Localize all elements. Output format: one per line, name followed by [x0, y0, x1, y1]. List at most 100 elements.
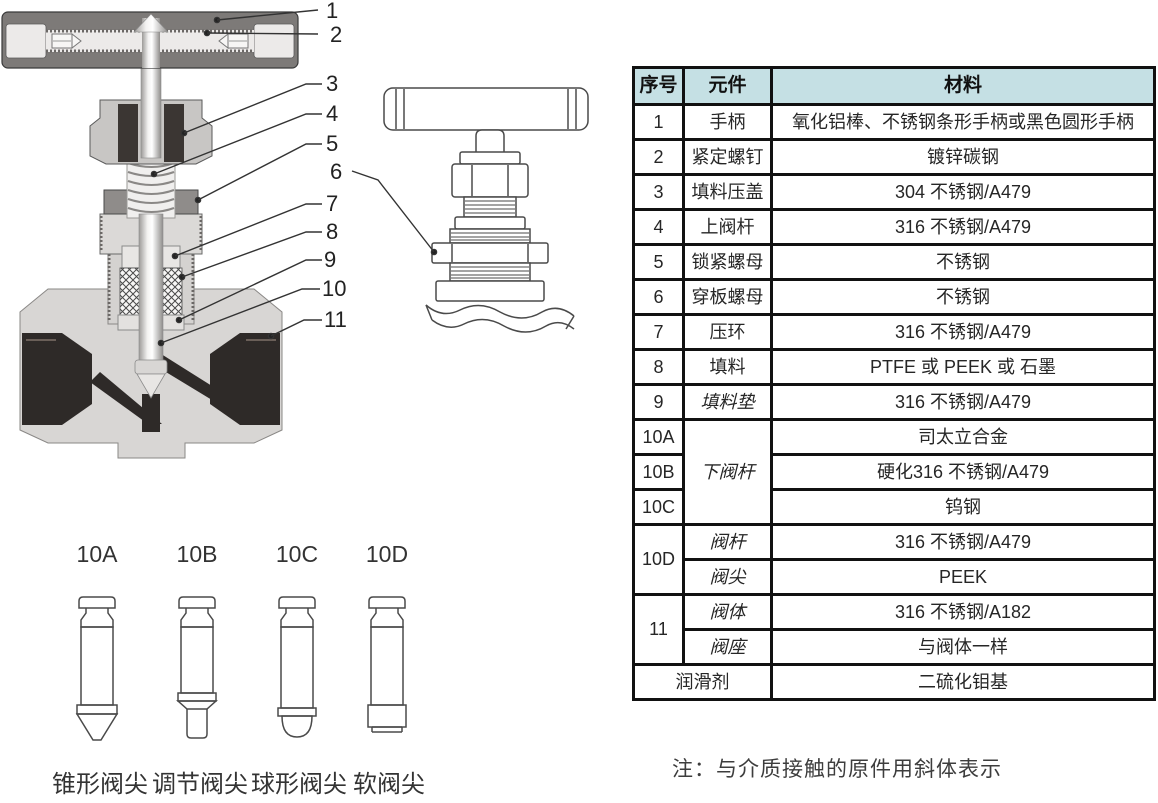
panel-mount-drawing [383, 87, 589, 333]
header-component: 元件 [682, 66, 773, 106]
cell-component: 手柄 [682, 103, 773, 141]
tip-10C-caption: 球形阀尖 [251, 771, 347, 798]
cell-component: 填料垫 [682, 383, 773, 421]
table-row: 9 填料垫 316 不锈钢/A479 [632, 383, 1156, 421]
cell-no: 2 [632, 138, 685, 176]
callout-10: 10 [322, 276, 346, 301]
tip-10D-drawing [367, 596, 407, 733]
tip-10D-caption: 软阀尖 [353, 771, 425, 798]
cell-component: 填料 [682, 348, 773, 386]
tip-10C-drawing [277, 596, 317, 738]
cell-no: 10B [632, 453, 685, 491]
cell-material: 不锈钢 [770, 278, 1156, 316]
cell-no: 10A [632, 418, 685, 456]
threaded-stem [126, 155, 176, 219]
cell-material: PTFE 或 PEEK 或 石墨 [770, 348, 1156, 386]
cell-component: 压环 [682, 313, 773, 351]
table-row: 2 紧定螺钉 镀锌碳钢 [632, 138, 1156, 176]
cell-component: 下阀杆 [682, 418, 773, 526]
table-row: 8 填料 PTFE 或 PEEK 或 石墨 [632, 348, 1156, 386]
cell-material: 不锈钢 [770, 243, 1156, 281]
header-material: 材料 [770, 66, 1156, 106]
stem-tips [75, 596, 407, 741]
cell-material: 304 不锈钢/A479 [770, 173, 1156, 211]
cell-material: 316 不锈钢/A479 [770, 523, 1156, 561]
cell-material: 司太立合金 [770, 418, 1156, 456]
valve-ports [22, 333, 280, 432]
thread-lines-1 [463, 196, 517, 218]
table-row: 5 锁紧螺母 不锈钢 [632, 243, 1156, 281]
cell-no: 4 [632, 208, 685, 246]
cell-component: 上阀杆 [682, 208, 773, 246]
table-row: 10B 硬化316 不锈钢/A479 [632, 453, 1156, 491]
cell-component: 填料压盖 [682, 173, 773, 211]
cell-material: 二硫化钼基 [770, 663, 1156, 701]
cell-material: 316 不锈钢/A479 [770, 313, 1156, 351]
valve-cross-section [1, 11, 299, 459]
panel-nut [431, 242, 549, 264]
cell-no: 5 [632, 243, 685, 281]
tip-10A-caption: 锥形阀尖 [52, 771, 148, 798]
callout-4: 4 [326, 101, 338, 126]
callout-9: 9 [324, 247, 336, 272]
tip-labels: 10A 10B 10C 10D 锥形阀尖 调节阀尖 球形阀尖 软阀尖 [52, 541, 425, 798]
cell-no: 10C [632, 488, 685, 526]
table-row: 4 上阀杆 316 不锈钢/A479 [632, 208, 1156, 246]
tip-10B-label: 10B [177, 541, 218, 567]
callout-8: 8 [326, 219, 338, 244]
cell-component: 阀杆 [682, 523, 773, 561]
table-row: 阀尖 PEEK [634, 558, 1156, 596]
cell-no: 1 [632, 103, 685, 141]
cell-no: 7 [632, 313, 685, 351]
table-header-row: 序号 元件 材料 [632, 66, 1156, 106]
table-row: 3 填料压盖 304 不锈钢/A479 [632, 173, 1156, 211]
callout-11: 11 [324, 307, 347, 332]
thread-lines-3 [449, 262, 531, 282]
callout-6: 6 [330, 159, 342, 184]
callout-1: 1 [326, 0, 338, 23]
table-row: 10A 下阀杆 司太立合金 [632, 418, 1156, 526]
callout-numbers: 1 2 3 4 5 6 7 8 9 10 11 [322, 0, 347, 332]
cell-component: 紧定螺钉 [682, 138, 773, 176]
cell-material: 硬化316 不锈钢/A479 [770, 453, 1156, 491]
table-row: 6 穿板螺母 不锈钢 [632, 278, 1156, 316]
cell-no: 10D [632, 523, 685, 596]
header-no: 序号 [632, 66, 685, 106]
cell-no: 6 [632, 278, 685, 316]
callout-3: 3 [326, 71, 338, 96]
t-handle [1, 11, 299, 69]
cell-component: 阀尖 [682, 558, 773, 596]
valve-diagram-svg: 1 2 3 4 5 6 7 8 9 10 11 [1, 0, 589, 798]
valve-diagram-area: 1 2 3 4 5 6 7 8 9 10 11 [1, 0, 589, 798]
tip-10A-label: 10A [77, 541, 119, 567]
cell-no: 11 [632, 593, 685, 666]
tip-10C-label: 10C [276, 541, 318, 567]
cell-no: 8 [632, 348, 685, 386]
italic-note: 注：与介质接触的原件用斜体表示 [672, 758, 1002, 781]
cell-component: 阀座 [682, 628, 773, 666]
cell-no: 9 [632, 383, 685, 421]
callout-leaders [150, 9, 438, 347]
cell-material: 316 不锈钢/A182 [770, 593, 1156, 631]
tip-10B-drawing [176, 596, 218, 739]
cell-lubricant-label: 润滑剂 [632, 663, 773, 701]
cell-no: 3 [632, 173, 685, 211]
callout-7: 7 [326, 191, 338, 216]
materials-table: 序号 元件 材料 1 手柄 氧化铝棒、不锈钢条形手柄或黑色圆形手柄 2 紧定螺钉… [632, 66, 1156, 701]
table-row: 1 手柄 氧化铝棒、不锈钢条形手柄或黑色圆形手柄 [632, 103, 1156, 141]
thread-lines-2 [449, 228, 531, 244]
table-row: 11 阀体 316 不锈钢/A182 [632, 593, 1156, 666]
cell-material: 316 不锈钢/A479 [770, 383, 1156, 421]
tip-10A-drawing [75, 596, 119, 741]
set-screw-left [51, 32, 82, 50]
table-row: 7 压环 316 不锈钢/A479 [632, 313, 1156, 351]
cell-material: 镀锌碳钢 [770, 138, 1156, 176]
table-row: 阀座 与阀体一样 [634, 628, 1156, 666]
cell-material: 316 不锈钢/A479 [770, 208, 1156, 246]
set-screw-right [218, 32, 249, 50]
cell-material: 与阀体一样 [770, 628, 1156, 666]
cell-component: 阀体 [682, 593, 773, 631]
materials-panel: 序号 元件 材料 1 手柄 氧化铝棒、不锈钢条形手柄或黑色圆形手柄 2 紧定螺钉… [632, 66, 1156, 701]
callout-2: 2 [330, 22, 342, 47]
cell-component: 锁紧螺母 [682, 243, 773, 281]
